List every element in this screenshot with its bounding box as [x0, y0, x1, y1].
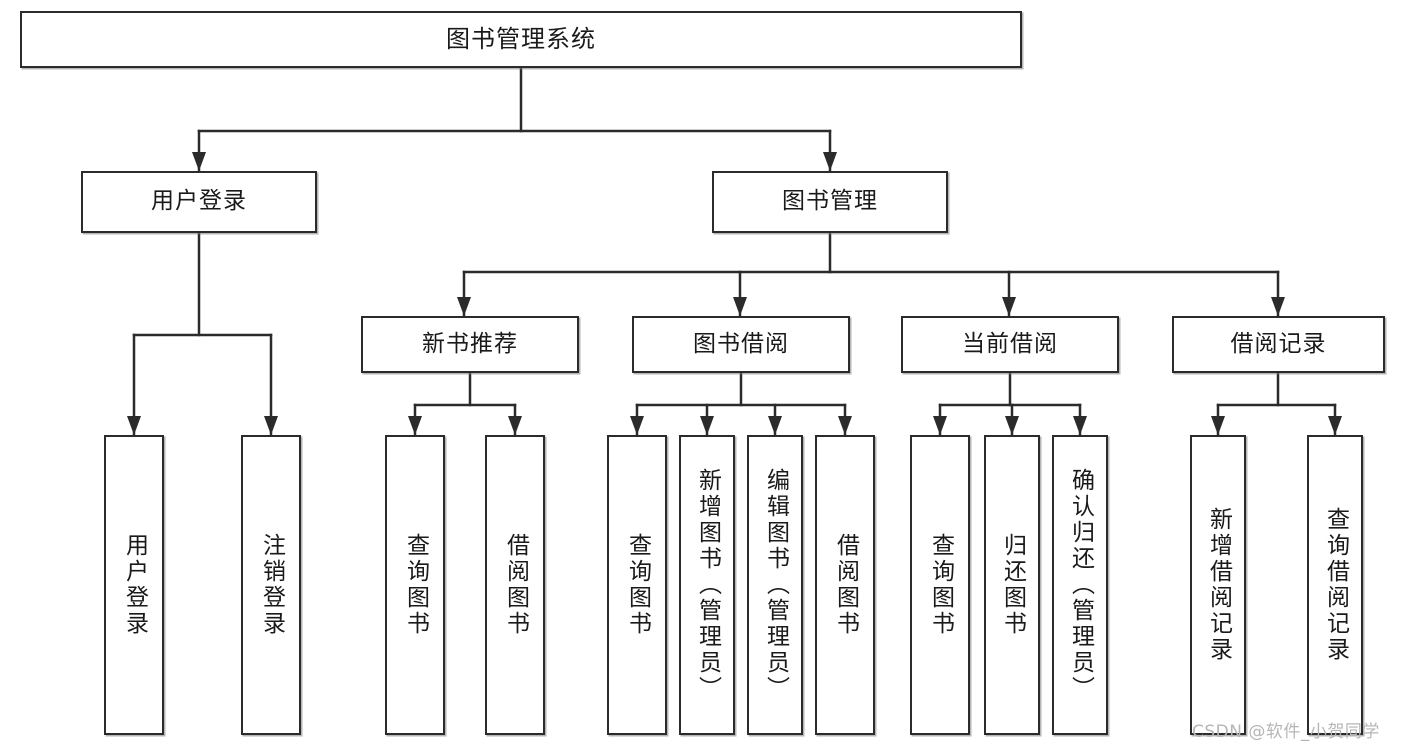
node-leaf_bb_add[interactable]: 新增图书（管理员） [679, 435, 735, 735]
node-current_borrow[interactable]: 当前借阅 [901, 316, 1119, 373]
node-leaf_nb_borrow[interactable]: 借阅图书 [485, 435, 545, 735]
arrowhead-icon [630, 416, 644, 435]
node-label: 新增借阅记录 [1205, 507, 1232, 663]
node-label: 查询图书 [927, 533, 954, 637]
node-leaf_user_logout[interactable]: 注销登录 [241, 435, 301, 735]
node-label: 图书借阅 [693, 330, 789, 357]
node-book_mgmt[interactable]: 图书管理 [712, 171, 948, 233]
arrowhead-icon [1005, 416, 1019, 435]
node-label: 确认归还（管理员） [1067, 468, 1094, 702]
node-leaf_nb_query[interactable]: 查询图书 [385, 435, 445, 735]
node-label: 查询图书 [624, 533, 651, 637]
node-book_borrow[interactable]: 图书借阅 [632, 316, 850, 373]
node-label: 用户登录 [151, 188, 247, 215]
node-label: 图书管理 [782, 188, 878, 215]
node-label: 借阅记录 [1230, 330, 1327, 357]
arrowhead-icon [508, 416, 522, 435]
arrowhead-icon [838, 416, 852, 435]
arrowhead-icon [127, 416, 141, 435]
node-label: 归还图书 [999, 533, 1026, 637]
arrowhead-icon [733, 297, 747, 316]
node-label: 新书推荐 [422, 330, 518, 357]
node-leaf_bb_query[interactable]: 查询图书 [607, 435, 667, 735]
node-label: 查询借阅记录 [1322, 507, 1349, 663]
node-leaf_bb_edit[interactable]: 编辑图书（管理员） [747, 435, 803, 735]
node-label: 查询图书 [402, 533, 429, 637]
node-leaf_bb_borrow[interactable]: 借阅图书 [815, 435, 875, 735]
node-new_book_rec[interactable]: 新书推荐 [361, 316, 579, 373]
arrowhead-icon [933, 416, 947, 435]
arrowhead-icon [192, 152, 206, 171]
node-leaf_cb_confirm[interactable]: 确认归还（管理员） [1052, 435, 1108, 735]
arrowhead-icon [823, 152, 837, 171]
node-label: 注销登录 [258, 533, 285, 637]
node-leaf_br_query[interactable]: 查询借阅记录 [1307, 435, 1363, 735]
csdn-watermark: CSDN @软件_小贺同学 [1192, 722, 1380, 742]
node-root[interactable]: 图书管理系统 [20, 11, 1022, 68]
arrowhead-icon [1211, 416, 1225, 435]
node-borrow_record[interactable]: 借阅记录 [1172, 316, 1385, 373]
node-leaf_cb_query[interactable]: 查询图书 [910, 435, 970, 735]
node-label: 借阅图书 [502, 533, 529, 637]
node-leaf_br_add[interactable]: 新增借阅记录 [1190, 435, 1246, 735]
arrowhead-icon [1002, 297, 1016, 316]
node-label: 当前借阅 [962, 330, 1058, 357]
node-label: 图书管理系统 [446, 25, 596, 54]
node-leaf_cb_return[interactable]: 归还图书 [984, 435, 1040, 735]
node-user_login[interactable]: 用户登录 [81, 171, 317, 233]
arrowhead-icon [700, 416, 714, 435]
node-label: 用户登录 [121, 533, 148, 637]
arrowhead-icon [768, 416, 782, 435]
arrowhead-icon [1328, 416, 1342, 435]
arrowhead-icon [457, 297, 471, 316]
arrowhead-icon [1073, 416, 1087, 435]
node-label: 编辑图书（管理员） [762, 468, 789, 702]
arrowhead-icon [264, 416, 278, 435]
arrowhead-icon [1271, 297, 1285, 316]
arrowhead-icon [408, 416, 422, 435]
node-leaf_user_login[interactable]: 用户登录 [104, 435, 164, 735]
node-label: 新增图书（管理员） [694, 468, 721, 702]
node-label: 借阅图书 [832, 533, 859, 637]
